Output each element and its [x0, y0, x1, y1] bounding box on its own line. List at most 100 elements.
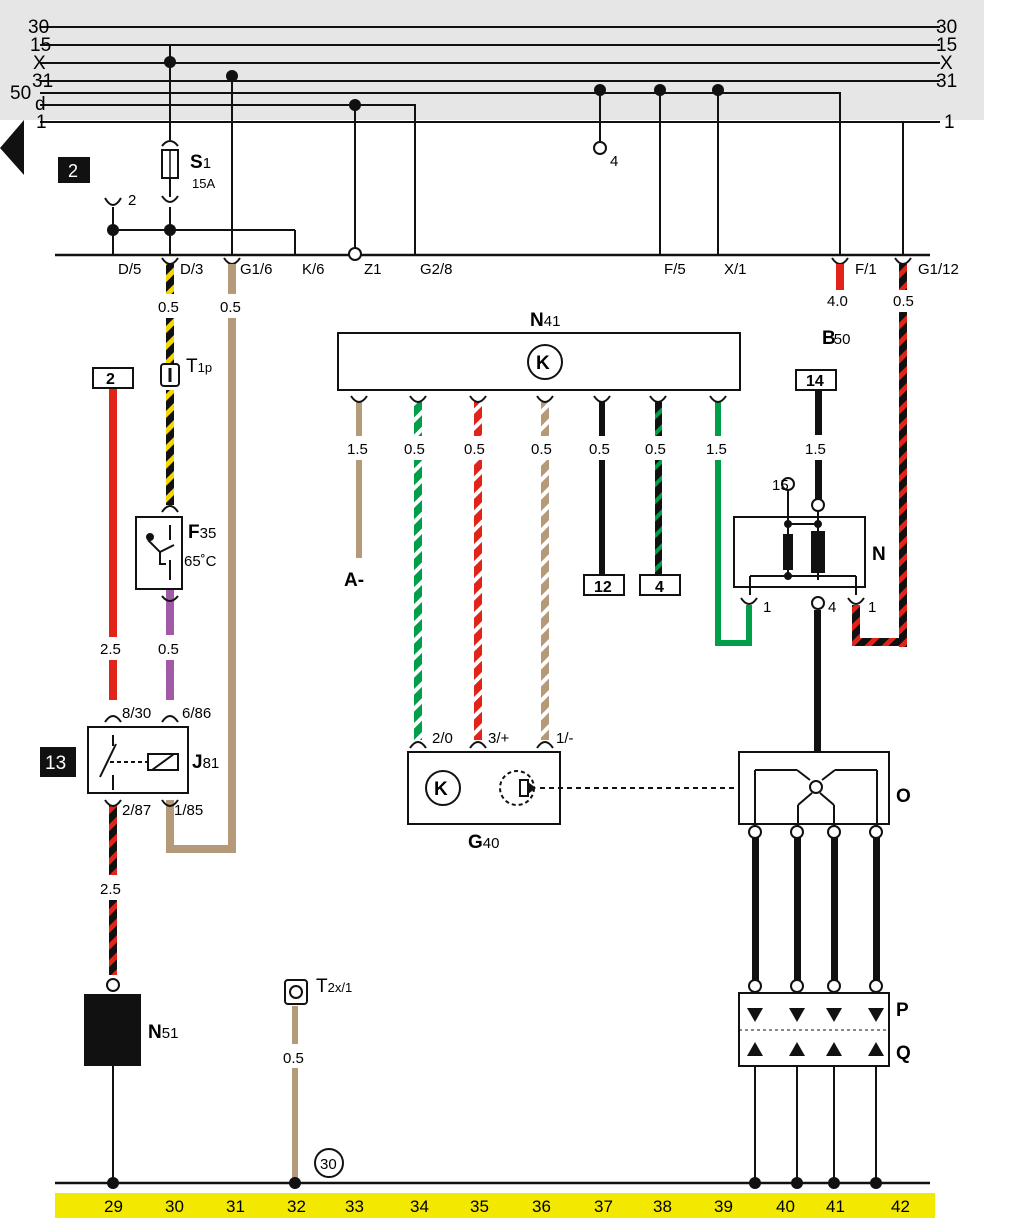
heater-n51-name: N51	[148, 1022, 178, 1043]
svg-text:Z1: Z1	[364, 261, 382, 278]
svg-text:0.5: 0.5	[220, 299, 241, 316]
svg-text:1.5: 1.5	[706, 441, 727, 458]
svg-text:39: 39	[714, 1197, 733, 1216]
svg-text:F/1: F/1	[855, 261, 877, 278]
fuse-s1-rating: 15A	[192, 176, 215, 191]
svg-text:2.5: 2.5	[100, 641, 121, 658]
n41-pins	[350, 395, 727, 403]
g40-k-icon	[425, 770, 461, 806]
rail-label-30-right: 30	[936, 17, 957, 38]
rail-label-d-left: d	[35, 94, 46, 115]
distributor-rotor-icon	[754, 769, 878, 828]
svg-text:G1/12: G1/12	[918, 261, 959, 278]
rail-label-x-left: X	[33, 53, 46, 74]
svg-text:0.5: 0.5	[589, 441, 610, 458]
svg-text:G2/8: G2/8	[420, 261, 453, 278]
n-pins	[740, 597, 865, 605]
spark-plugs-p-name: P	[896, 1000, 909, 1021]
svg-text:0.5: 0.5	[158, 641, 179, 658]
header-band	[0, 0, 984, 120]
n-pin-left: 1	[763, 599, 771, 616]
svg-text:K: K	[434, 779, 448, 800]
pin-sockets	[161, 257, 912, 265]
j81-pin-185: 1/85	[174, 802, 203, 819]
terminal-z1-icon	[348, 247, 362, 261]
ground-junctions	[107, 1177, 882, 1189]
svg-text:34: 34	[410, 1197, 429, 1216]
svg-text:0.5: 0.5	[893, 293, 914, 310]
ref-box-14-text: 14	[806, 373, 824, 390]
svg-text:35: 35	[470, 1197, 489, 1216]
ref-box-12	[583, 574, 625, 596]
page-ref-badge-text: 2	[68, 161, 78, 181]
wires	[109, 264, 907, 1183]
svg-text:37: 37	[594, 1197, 613, 1216]
svg-text:K: K	[536, 353, 550, 374]
rail-label-1-left: 1	[36, 112, 47, 133]
footer-band	[55, 1193, 935, 1218]
j81-pin-830: 8/30	[122, 705, 151, 722]
thermo-switch-f35-name: F35	[188, 522, 216, 543]
junction-dots	[107, 56, 724, 236]
lead-terminals	[748, 825, 883, 993]
connector-pin-labels: D/5 D/3 G1/6 K/6 Z1 G2/8 F/5 X/1 F/1 G1/…	[118, 261, 959, 278]
svg-text:1.5: 1.5	[805, 441, 826, 458]
g40-pin-1m: 1/-	[556, 730, 574, 747]
svg-text:F/5: F/5	[664, 261, 686, 278]
relay-j81-name: J81	[192, 752, 219, 773]
ground-ref-icon	[314, 1148, 344, 1178]
svg-text:K/6: K/6	[302, 261, 325, 278]
n-pin-right: 1	[868, 599, 876, 616]
terminal-4-label: 4	[610, 153, 618, 170]
svg-text:0.5: 0.5	[645, 441, 666, 458]
rail-label-15-left: 15	[30, 35, 51, 56]
ref-box-2-text: 2	[106, 371, 115, 388]
svg-text:2.5: 2.5	[100, 881, 121, 898]
svg-text:0.5: 0.5	[283, 1050, 304, 1067]
connector-2-label: 2	[128, 192, 136, 209]
n-pin-15: 15	[772, 477, 789, 494]
rail-label-31-left: 31	[32, 71, 53, 92]
svg-text:29: 29	[104, 1197, 123, 1216]
distributor-o-name: O	[896, 786, 911, 807]
connector-2-icon	[104, 197, 122, 206]
svg-text:G1/6: G1/6	[240, 261, 273, 278]
ref-box-12-text: 12	[594, 579, 612, 596]
svg-text:36: 36	[532, 1197, 551, 1216]
g40-pin-20: 2/0	[432, 730, 453, 747]
sensor-g40-name: G40	[468, 832, 499, 853]
rail-label-31-right: 31	[936, 71, 957, 92]
svg-text:38: 38	[653, 1197, 672, 1216]
svg-text:D/5: D/5	[118, 261, 141, 278]
svg-text:0.5: 0.5	[464, 441, 485, 458]
spark-leads	[752, 836, 880, 982]
seat-heater-icon	[146, 525, 175, 580]
ref-box-14	[795, 369, 837, 391]
ref-box-4-text: 4	[655, 579, 664, 596]
b50-label: B50	[822, 328, 850, 349]
svg-text:0.5: 0.5	[531, 441, 552, 458]
previous-page-arrow-icon[interactable]	[0, 120, 24, 175]
ref-box-4	[639, 574, 681, 596]
rail-label-x-right: X	[940, 53, 953, 74]
spark-plugs-q-name: Q	[896, 1043, 911, 1064]
svg-text:30: 30	[165, 1197, 184, 1216]
svg-text:4.0: 4.0	[827, 293, 848, 310]
rail-label-1-right: 1	[944, 112, 955, 133]
rail-labels: 30 15 X 31 50 d 1 30 15 X 31 1	[10, 17, 957, 133]
relay-ref-badge	[40, 747, 76, 777]
rail-d	[40, 104, 416, 255]
spark-arrow-icons	[747, 1008, 884, 1056]
terminal-4-icon	[593, 141, 607, 155]
ref-box-2	[92, 367, 134, 389]
svg-text:0.5: 0.5	[158, 299, 179, 316]
relay-contact-icon	[99, 735, 179, 790]
svg-text:33: 33	[345, 1197, 364, 1216]
connector-t2x-label: T2x/1	[316, 976, 352, 997]
j81-pins	[104, 715, 179, 807]
heater-n51	[84, 994, 141, 1066]
g40-pins	[409, 741, 554, 749]
svg-text:41: 41	[826, 1197, 845, 1216]
relay-ref-badge-text: 13	[45, 753, 66, 774]
